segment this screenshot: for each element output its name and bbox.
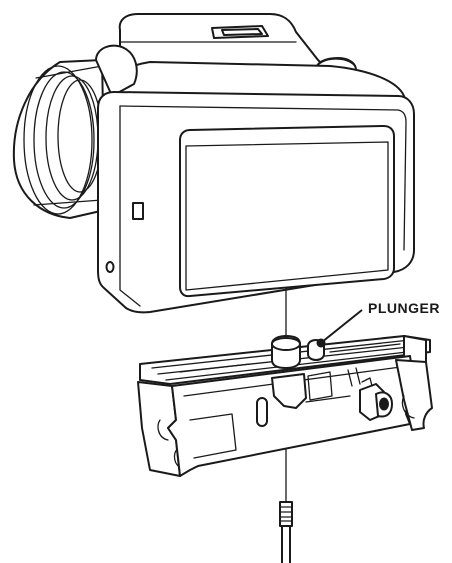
mounting-screw-knob	[271, 335, 301, 369]
right-clamp-jaw	[395, 359, 433, 431]
plunger-label: PLUNGER	[368, 300, 440, 316]
camera-lens	[12, 59, 106, 219]
tripod-screw	[279, 501, 293, 563]
hot-shoe	[211, 25, 269, 39]
plunger-callout: PLUNGER	[321, 300, 440, 343]
center-mount-block	[271, 373, 307, 409]
side-indicator-light	[105, 261, 115, 273]
mounting-plate	[137, 335, 433, 477]
camera	[12, 13, 415, 314]
callout-leader-line	[321, 309, 363, 343]
lock-knob	[359, 377, 393, 421]
plunger	[307, 338, 326, 361]
camera-top-housing	[118, 13, 331, 73]
side-port-icon	[132, 202, 144, 220]
lcd-screen	[179, 125, 395, 298]
plate-slot	[256, 397, 268, 427]
